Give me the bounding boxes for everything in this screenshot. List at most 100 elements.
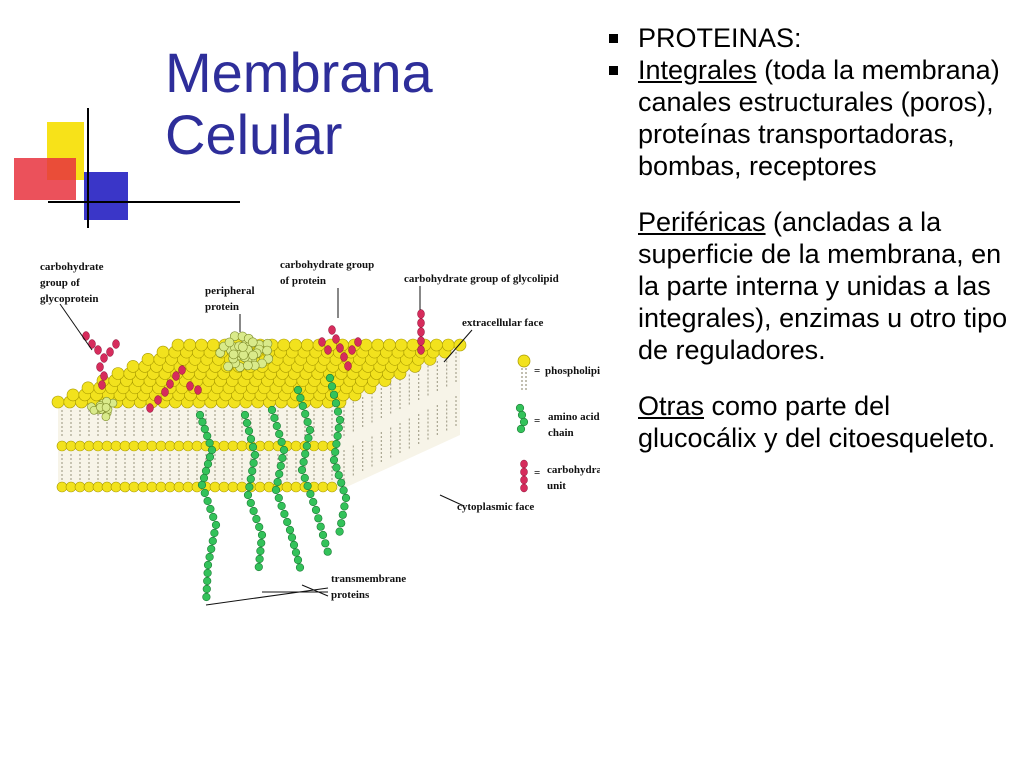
phospholipid-head <box>290 440 302 452</box>
paragraph-perifericas: Periféricas (ancladas a la superficie de… <box>605 206 1015 366</box>
amino-acid-bead <box>325 373 335 383</box>
amino-acid-bead <box>248 466 257 476</box>
amino-acid-bead <box>198 417 207 427</box>
label-peripheral-1: peripheral <box>205 285 255 297</box>
legend-amino-1: amino acid <box>548 411 600 423</box>
amino-acid-bead <box>244 426 254 436</box>
amino-acid-bead <box>340 502 349 511</box>
carbohydrate-unit <box>100 353 108 363</box>
label-transmembrane-1: transmembrane <box>331 573 406 585</box>
phospholipid-head <box>56 440 68 452</box>
amino-acid-bead <box>274 493 283 503</box>
amino-acid-bead <box>246 474 255 484</box>
phospholipid-head <box>146 440 158 452</box>
amino-acid-bead <box>298 401 307 411</box>
text-perifericas: (ancladas a la superficie de la membrana… <box>638 207 1008 365</box>
amino-acid-bead <box>277 437 286 447</box>
phospholipid-head <box>101 440 113 452</box>
amino-acid-bead <box>275 469 284 479</box>
phospholipid-head <box>110 440 122 452</box>
amino-acid-bead <box>333 407 343 416</box>
carbohydrate-unit <box>318 337 326 347</box>
label-carb-glycolipid: carbohydrate group of glycolipid <box>404 273 559 285</box>
slide-title: Membrana Celular <box>165 42 433 166</box>
amino-acid-bead <box>519 417 529 427</box>
phospholipid-head <box>441 338 455 352</box>
amino-acid-bead <box>199 473 209 483</box>
carbohydrate-unit <box>96 362 104 372</box>
amino-acid-bead <box>243 490 253 500</box>
amino-acid-bead <box>249 458 258 468</box>
amino-acid-bead <box>270 413 279 423</box>
peripheral-protein <box>87 331 274 421</box>
legend-equals-3: = <box>534 467 540 479</box>
amino-acid-bead <box>249 506 258 516</box>
amino-acid-bead <box>293 555 303 565</box>
peripheral-bead <box>238 350 249 360</box>
amino-acid-bead <box>291 548 301 557</box>
amino-acid-bead <box>203 496 212 506</box>
phospholipid-head <box>56 481 68 493</box>
amino-acid-bead <box>279 445 289 455</box>
phospholipid-head <box>326 481 338 493</box>
phospholipid-head <box>164 440 176 452</box>
legend-equals-2: = <box>534 415 540 427</box>
peripheral-bead <box>223 361 233 372</box>
phospholipid-head <box>218 440 230 452</box>
label-transmembrane-2: proteins <box>331 589 370 601</box>
label-peripheral-2: protein <box>205 301 239 313</box>
amino-acid-bead <box>200 488 209 498</box>
amino-acid-bead <box>272 421 281 431</box>
carbohydrate-unit <box>172 371 180 381</box>
phospholipid-head <box>137 481 149 493</box>
bullet-integrales: Integrales (toda la membrana) canales es… <box>605 54 1015 182</box>
phospholipid-head <box>65 481 77 493</box>
amino-acid-bead <box>211 520 221 530</box>
amino-acid-bead <box>209 512 218 522</box>
amino-acid-bead <box>210 528 219 538</box>
amino-acid-bead <box>303 481 312 491</box>
carbohydrate-unit <box>112 339 120 349</box>
phospholipid-head <box>66 388 80 402</box>
carbohydrate-unit <box>417 336 425 346</box>
phospholipid-head <box>146 481 158 493</box>
amino-acid-bead <box>314 514 323 523</box>
carbohydrate-unit <box>328 325 336 335</box>
amino-acid-bead <box>202 592 211 602</box>
amino-acid-bead <box>254 562 263 572</box>
amino-acid-bead <box>323 547 332 556</box>
amino-acid-bead <box>242 418 252 428</box>
term-otras: Otras <box>638 391 705 421</box>
paragraph-otras: Otras como parte del glucocálix y del ci… <box>605 390 1015 454</box>
amino-acid-bead <box>207 445 217 455</box>
carbohydrate-unit <box>324 345 332 355</box>
carbohydrate-unit <box>417 309 425 319</box>
phospholipid-head <box>394 338 408 352</box>
membrane-diagram: carbohydrate group of glycoprotein perip… <box>40 259 600 606</box>
legend-carb-icon <box>520 475 528 485</box>
carbohydrate-unit <box>417 318 425 328</box>
amino-acid-bead <box>287 533 297 542</box>
phospholipid-head <box>406 338 420 352</box>
peripheral-bead <box>238 342 248 352</box>
amino-acid-bead <box>283 517 292 527</box>
phospholipid-head <box>83 481 95 493</box>
amino-acid-bead <box>295 563 305 572</box>
phospholipid-head <box>92 440 104 452</box>
legend-carb-unit-1: carbohydrate <box>547 464 600 476</box>
carbohydrate-unit <box>417 345 425 355</box>
label-carb-glycoprotein-3: glycoprotein <box>40 293 98 305</box>
phospholipid-head <box>227 440 239 452</box>
amino-acid-bead <box>516 424 526 434</box>
phospholipid-head <box>92 481 104 493</box>
phospholipid-head <box>254 481 266 493</box>
phospholipid-head <box>126 360 140 373</box>
text-integrales: (toda la membrana) canales estructurales… <box>638 55 1000 181</box>
amino-acid-bead <box>289 540 299 550</box>
phospholipid-head <box>195 338 208 352</box>
amino-acid-bead <box>252 514 261 524</box>
amino-acid-bead <box>280 509 289 519</box>
phospholipid-head <box>182 481 194 493</box>
phospholipid-head <box>164 481 176 493</box>
legend-carb-icon <box>520 483 528 493</box>
